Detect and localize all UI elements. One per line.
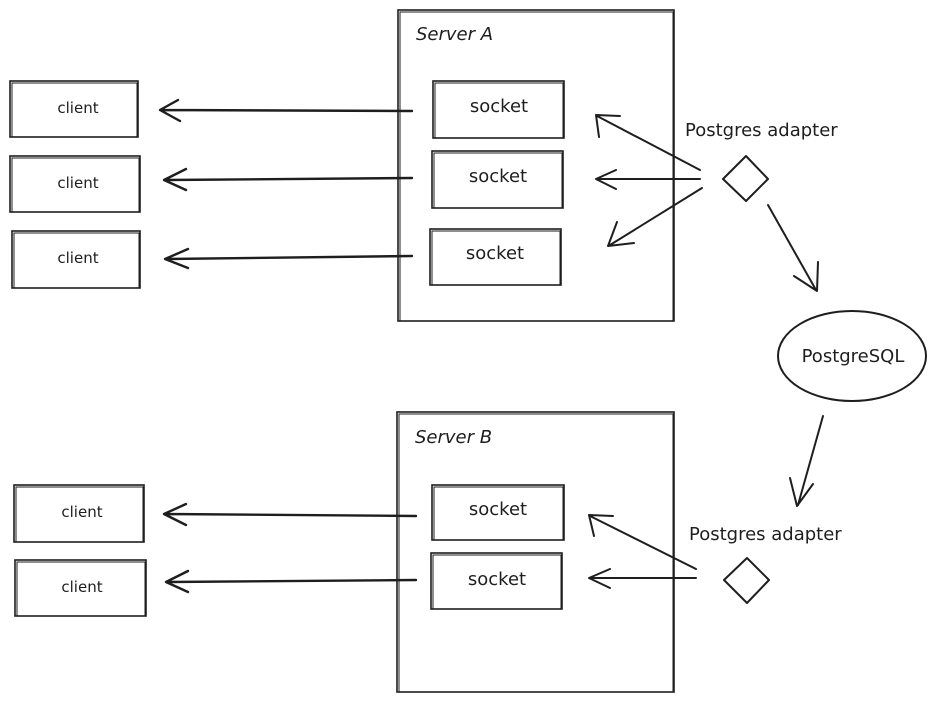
server-a-client-3: client: [11, 230, 141, 289]
socket-box-sketch: [434, 82, 564, 139]
socket-label: socket: [468, 569, 526, 590]
client-box: [9, 80, 139, 138]
socket-box: [429, 228, 562, 286]
adapter-b-arrows: [588, 514, 697, 589]
arrow-database-to-adapter: [789, 415, 824, 507]
socket-box-sketch: [433, 486, 564, 541]
client-label: client: [57, 99, 98, 117]
adapter-a-arrows: [595, 114, 703, 247]
adapter-a-label: Postgres adapter: [685, 120, 838, 141]
server-b-title: Server B: [415, 427, 492, 448]
adapter-b-label: Postgres adapter: [689, 524, 842, 545]
server-a-client-2: client: [9, 155, 141, 213]
socket-label: socket: [470, 96, 528, 117]
client-label: client: [61, 578, 102, 596]
socket-box: [430, 552, 563, 610]
adapter-b-diamond: [723, 557, 770, 604]
server-a-socket-1: socket: [432, 80, 565, 139]
server-b: Server B socket socket: [396, 411, 675, 693]
client-label: client: [61, 503, 102, 521]
socket-box-sketch: [432, 554, 562, 610]
socket-box: [431, 150, 564, 209]
client-box: [11, 230, 141, 289]
server-a-client-1: client: [9, 80, 139, 138]
server-b-socket-2: socket: [430, 552, 563, 610]
socket-box: [431, 484, 565, 541]
database-ellipse: [777, 310, 927, 402]
arrow-adapter-to-database: [767, 204, 819, 292]
arrow-adapter-b-to-socket-1: [588, 514, 697, 570]
server-b-frame-sketch: [398, 413, 674, 693]
server-a-socket-2: socket: [431, 150, 564, 209]
client-box-sketch: [11, 82, 138, 138]
socket-box: [432, 80, 565, 139]
server-a-socket-3: socket: [429, 228, 562, 286]
arrow-adapter-b-to-socket-2: [588, 568, 697, 589]
socket-label: socket: [466, 243, 524, 264]
socket-box-sketch: [431, 230, 561, 286]
server-a-client-arrows: [158, 98, 414, 270]
client-box-sketch: [16, 561, 146, 617]
arrow-to-client-2: [162, 167, 414, 192]
client-box: [13, 484, 145, 543]
arrow-to-client-1: [158, 98, 414, 123]
server-a: Server A socket socket socket: [397, 9, 675, 322]
socket-label: socket: [469, 166, 527, 187]
arrow-to-client-b2: [164, 569, 418, 594]
arrow-adapter-to-socket-3: [607, 187, 703, 247]
client-box: [14, 559, 147, 617]
adapter-b: Postgres adapter: [689, 524, 842, 604]
server-b-client-arrows: [162, 502, 418, 594]
client-label: client: [57, 174, 98, 192]
socket-label: socket: [469, 499, 527, 520]
arrow-adapter-to-socket-1: [595, 114, 701, 171]
client-box: [9, 155, 141, 213]
server-a-frame-sketch: [399, 11, 674, 322]
client-box-sketch: [11, 157, 140, 213]
socket-box-sketch: [433, 152, 563, 209]
server-a-title: Server A: [416, 24, 493, 45]
arrow-to-client-b1: [162, 502, 418, 527]
arrow-to-client-3: [163, 247, 414, 270]
server-b-client-1: client: [13, 484, 145, 543]
database-label: PostgreSQL: [802, 346, 905, 367]
client-label: client: [57, 249, 98, 267]
server-b-frame: [396, 411, 675, 693]
server-b-socket-1: socket: [431, 484, 565, 541]
adapter-a: Postgres adapter: [685, 120, 838, 202]
server-b-client-2: client: [14, 559, 147, 617]
database: PostgreSQL: [777, 310, 927, 402]
client-box-sketch: [15, 486, 144, 543]
client-box-sketch: [13, 232, 140, 289]
arrow-adapter-to-socket-2: [595, 169, 701, 190]
adapter-a-diamond: [722, 155, 769, 202]
